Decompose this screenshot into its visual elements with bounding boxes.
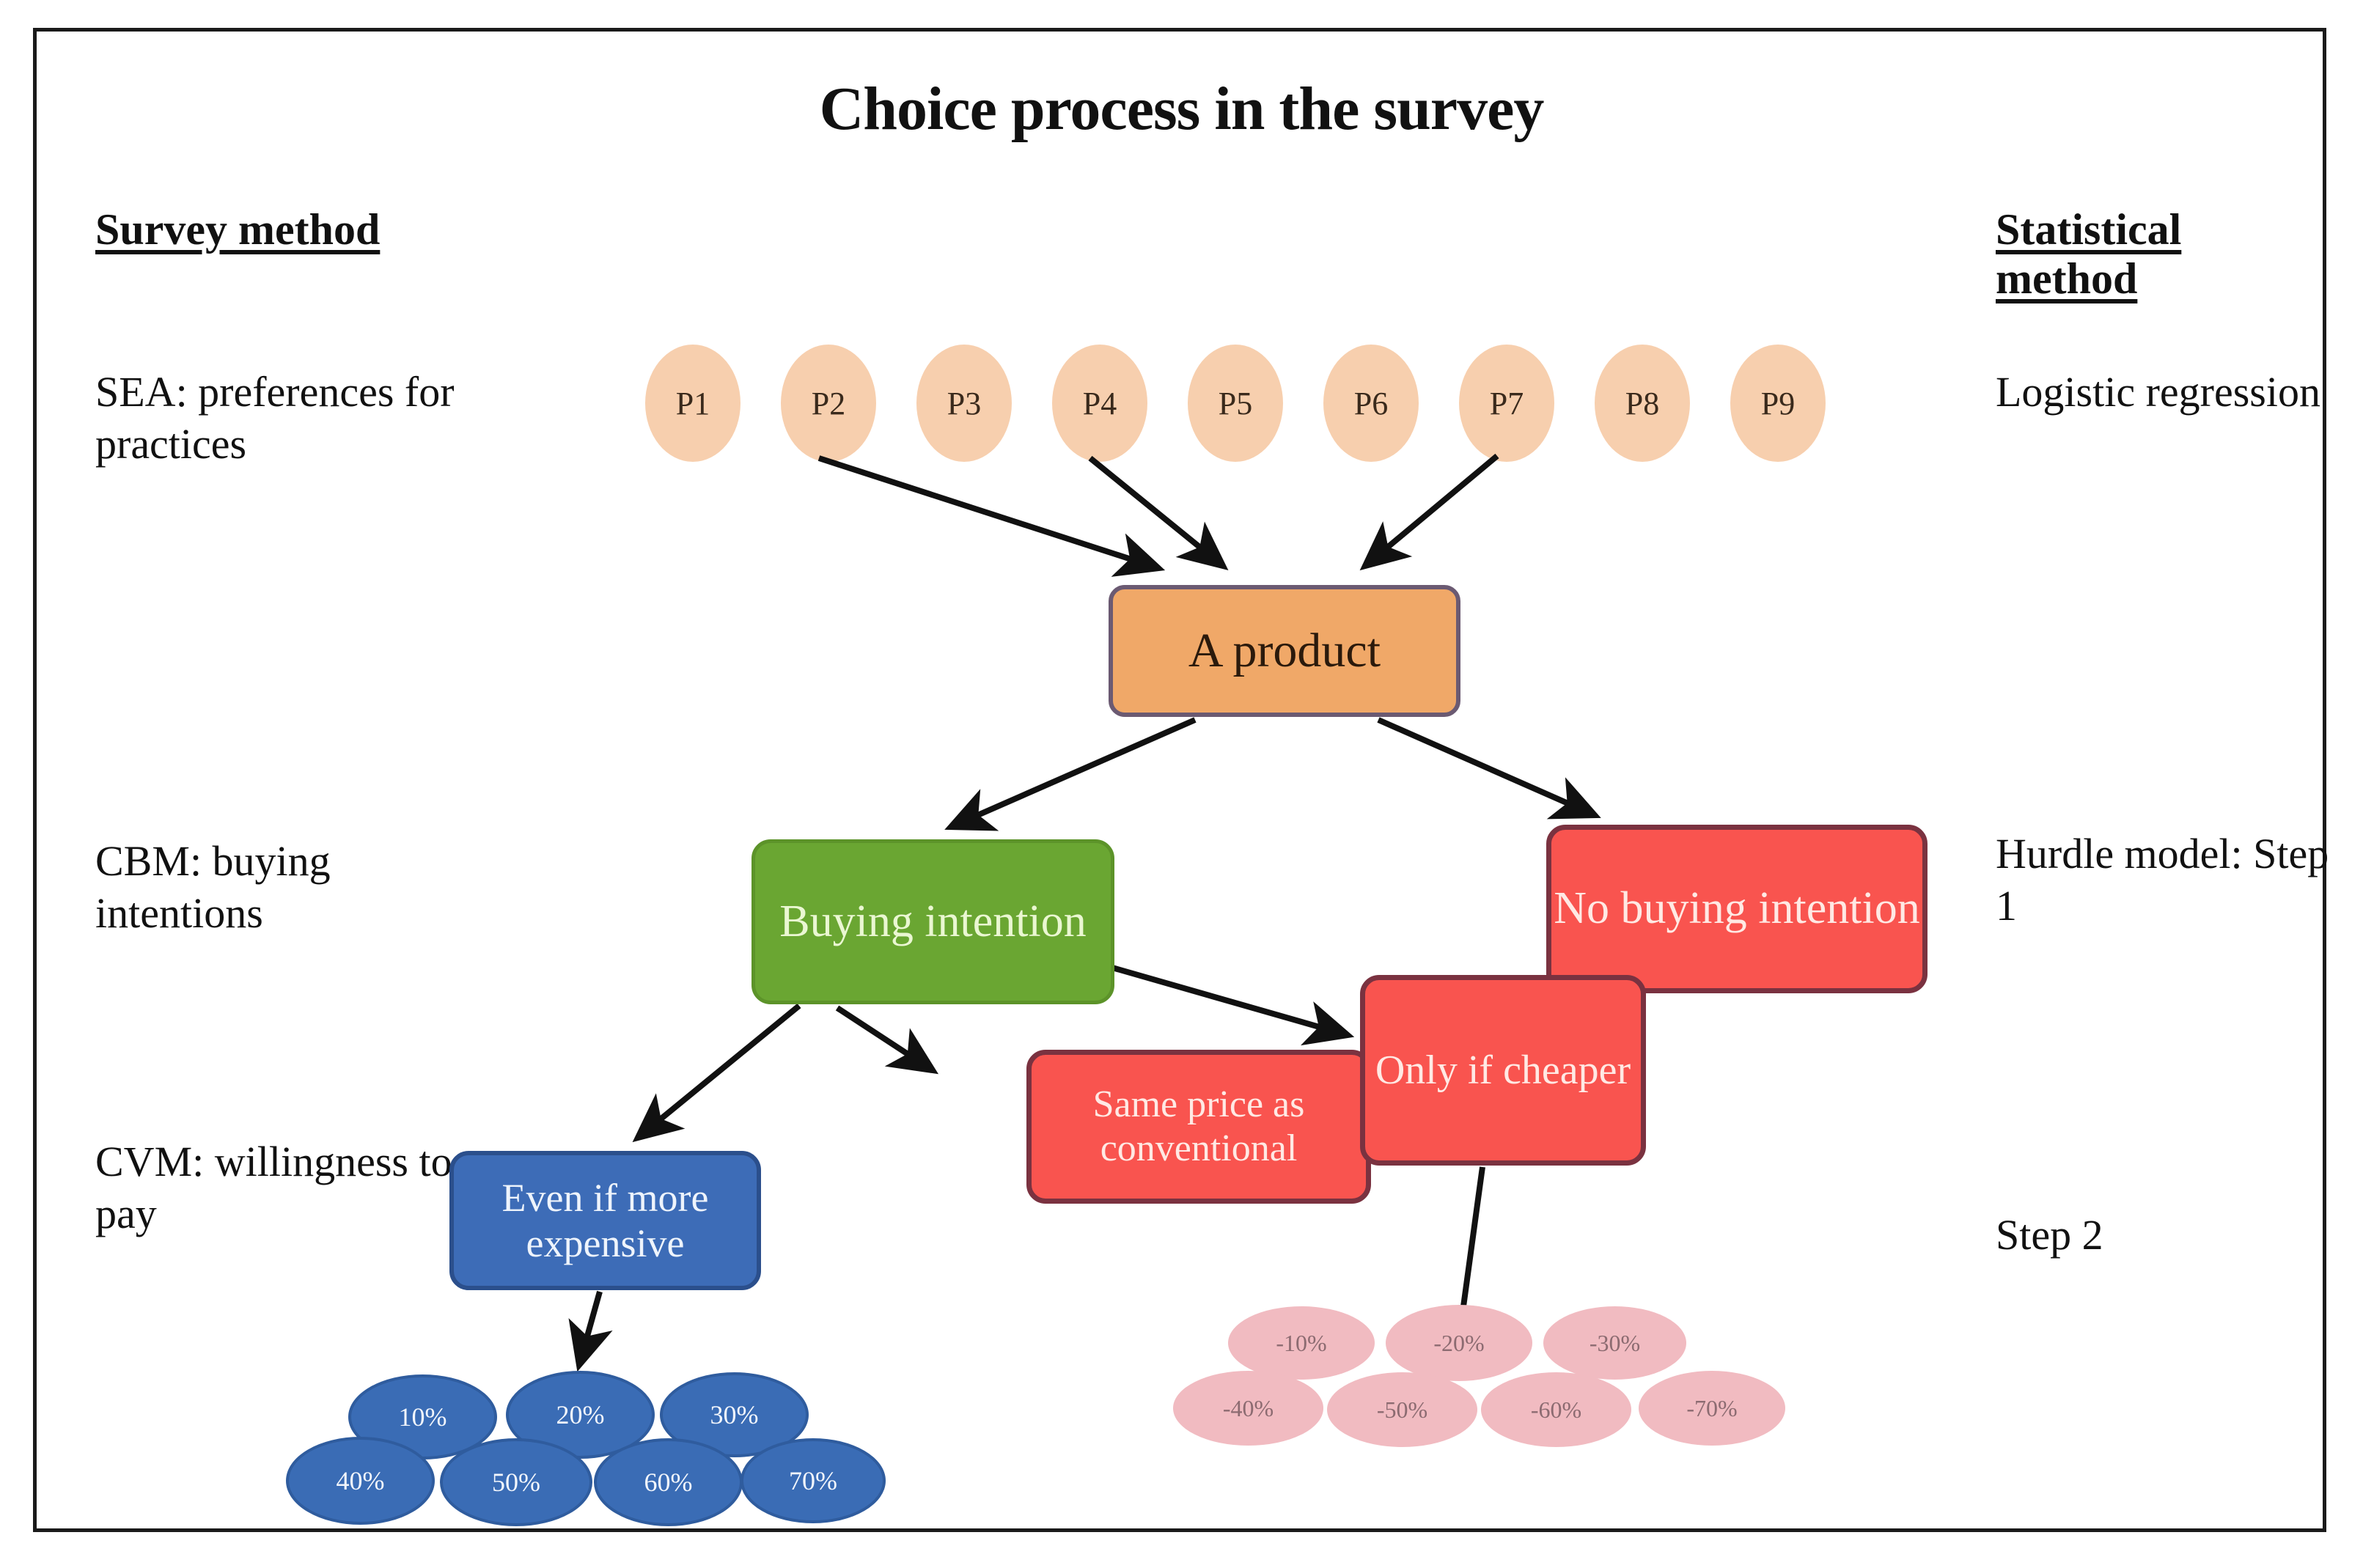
wtp-negative-minus10[interactable]: -10% [1228, 1306, 1375, 1380]
node-a-product[interactable]: A product [1109, 585, 1460, 717]
node-buying-intention[interactable]: Buying intention [751, 839, 1114, 1004]
wtp-positive-50[interactable]: 50% [440, 1438, 592, 1526]
wtp-negative-minus40[interactable]: -40% [1173, 1371, 1323, 1446]
row-label-sea: SEA: preferences for practices [95, 368, 455, 468]
column-header-statistical-method: Statistical method [1996, 205, 2311, 303]
node-even-if-more-expensive[interactable]: Even if more expensive [449, 1151, 761, 1290]
node-no-buying-intention[interactable]: No buying intention [1546, 825, 1927, 993]
practice-ellipse-p1[interactable]: P1 [645, 345, 740, 462]
stat-label-step2: Step 2 [1996, 1211, 2103, 1259]
practice-ellipse-p4[interactable]: P4 [1052, 345, 1147, 462]
wtp-negative-minus70[interactable]: -70% [1639, 1371, 1785, 1446]
wtp-positive-70[interactable]: 70% [740, 1438, 886, 1523]
page-title: Choice process in the survey [819, 75, 1545, 143]
wtp-negative-minus30[interactable]: -30% [1543, 1306, 1686, 1380]
practice-ellipse-p8[interactable]: P8 [1595, 345, 1690, 462]
statistical-method-line2: method [1996, 254, 2138, 303]
wtp-negative-minus60[interactable]: -60% [1481, 1372, 1631, 1447]
wtp-negative-minus50[interactable]: -50% [1327, 1372, 1477, 1447]
node-same-price-as-conventional[interactable]: Same price as conventional [1026, 1050, 1371, 1204]
column-header-survey-method: Survey method [95, 205, 381, 254]
practice-ellipse-p6[interactable]: P6 [1323, 345, 1419, 462]
stat-label-hurdle-model-step1: Hurdle model: Step 1 [1996, 830, 2329, 930]
row-label-cvm: CVM: willingness to pay [95, 1138, 452, 1237]
wtp-negative-minus20[interactable]: -20% [1386, 1305, 1532, 1381]
node-only-if-cheaper[interactable]: Only if cheaper [1360, 975, 1646, 1166]
row-label-cbm: CBM: buying intentions [95, 837, 331, 937]
practice-ellipse-p9[interactable]: P9 [1730, 345, 1826, 462]
stat-label-logistic-regression: Logistic regression [1996, 368, 2320, 416]
practice-ellipse-p3[interactable]: P3 [916, 345, 1012, 462]
wtp-positive-40[interactable]: 40% [286, 1437, 435, 1525]
practice-ellipse-p5[interactable]: P5 [1188, 345, 1283, 462]
wtp-positive-60[interactable]: 60% [594, 1438, 743, 1526]
practice-ellipse-p2[interactable]: P2 [781, 345, 876, 462]
practice-ellipse-p7[interactable]: P7 [1459, 345, 1554, 462]
statistical-method-line1: Statistical [1996, 205, 2182, 254]
